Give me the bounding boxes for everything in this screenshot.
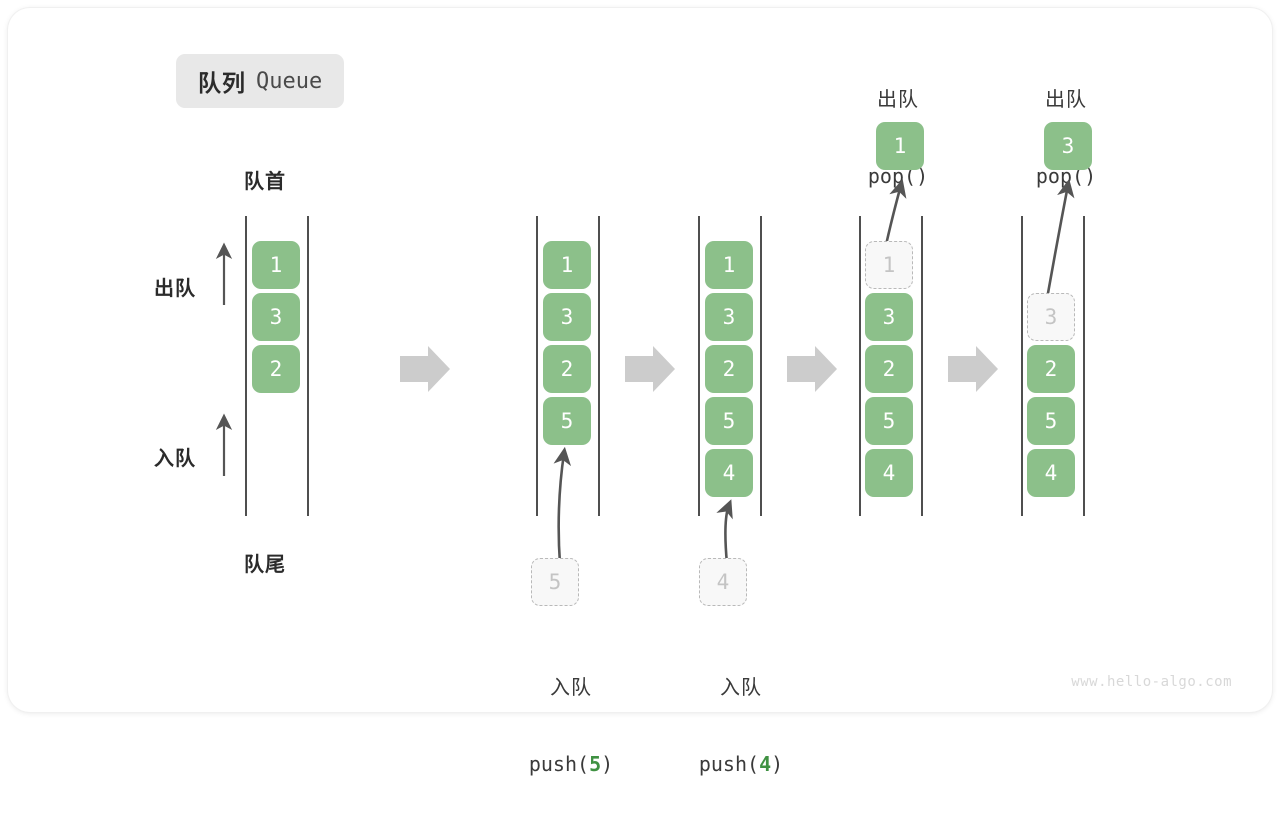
queue-cell: 4 (865, 449, 913, 497)
queue-rail-left-stage-5 (1021, 216, 1023, 516)
step-arrow-4-to-5 (948, 346, 998, 392)
queue-rail-right-stage-2 (598, 216, 600, 516)
pop-motion-arrow-1 (884, 178, 907, 246)
queue-cell: 2 (705, 345, 753, 393)
queue-cell: 2 (1027, 345, 1075, 393)
ghost-cell-removed: 1 (865, 241, 913, 289)
popped-cell: 1 (876, 122, 924, 170)
queue-cell: 2 (252, 345, 300, 393)
push-motion-arrow-5 (553, 446, 572, 565)
diagram-card: 队列 Queue 队首 队尾 出队 入队 入队 push(5) 入队 push(… (8, 8, 1272, 776)
queue-rail-left-stage-3 (698, 216, 700, 516)
queue-rail-right-stage-1 (307, 216, 309, 516)
queue-rail-right-stage-4 (921, 216, 923, 516)
code-suffix: ) (601, 751, 614, 776)
push-motion-arrow-4 (716, 499, 733, 565)
queue-cell: 4 (1027, 449, 1075, 497)
queue-cell: 3 (705, 293, 753, 341)
queue-cell: 1 (543, 241, 591, 289)
code-prefix: push( (528, 751, 590, 776)
queue-tail-label: 队尾 (244, 554, 286, 576)
step-arrow-1-to-2 (400, 346, 450, 392)
operation-code: push(4) (646, 750, 836, 779)
queue-cell: 3 (252, 293, 300, 341)
queue-cell-new: 4 (705, 449, 753, 497)
queue-cell: 1 (705, 241, 753, 289)
queue-cell: 3 (865, 293, 913, 341)
queue-cell: 5 (1027, 397, 1075, 445)
arrows-overlay (215, 178, 1075, 565)
queue-rail-left-stage-2 (536, 216, 538, 516)
queue-cell-new: 5 (543, 397, 591, 445)
queue-rail-left-stage-1 (245, 216, 247, 516)
queue-cell: 2 (865, 345, 913, 393)
popped-cell: 3 (1044, 122, 1092, 170)
operation-code: push(5) (476, 750, 666, 779)
step-arrow-2-to-3 (625, 346, 675, 392)
queue-rail-left-stage-4 (859, 216, 861, 516)
code-argument: 4 (759, 751, 772, 776)
dequeue-direction-label: 出队 (154, 278, 196, 300)
queue-rail-right-stage-3 (760, 216, 762, 516)
queue-cell: 5 (705, 397, 753, 445)
code-suffix: ) (1084, 163, 1097, 188)
title-english: Queue (256, 68, 323, 94)
watermark: www.hello-algo.com (1071, 674, 1232, 690)
operation-label-cn: 出队 (877, 89, 919, 112)
title-badge: 队列 Queue (176, 54, 345, 108)
enqueue-direction-label: 入队 (154, 448, 196, 470)
queue-cell: 5 (865, 397, 913, 445)
step-arrow-3-to-4 (787, 346, 837, 392)
queue-cell: 2 (543, 345, 591, 393)
queue-cell: 3 (543, 293, 591, 341)
queue-head-label: 队首 (244, 171, 286, 193)
queue-cell: 1 (252, 241, 300, 289)
operation-label-cn: 出队 (1045, 89, 1087, 112)
operation-label-cn: 入队 (550, 677, 592, 700)
code-argument: 5 (589, 751, 602, 776)
ghost-cell-incoming: 5 (531, 558, 579, 606)
code-prefix: push( (698, 751, 760, 776)
code-suffix: ) (916, 163, 929, 188)
title-chinese: 队列 (198, 70, 246, 96)
ghost-cell-incoming: 4 (699, 558, 747, 606)
queue-rail-right-stage-5 (1083, 216, 1085, 516)
ghost-cell-removed: 3 (1027, 293, 1075, 341)
operation-label-cn: 入队 (720, 677, 762, 700)
code-suffix: ) (771, 751, 784, 776)
